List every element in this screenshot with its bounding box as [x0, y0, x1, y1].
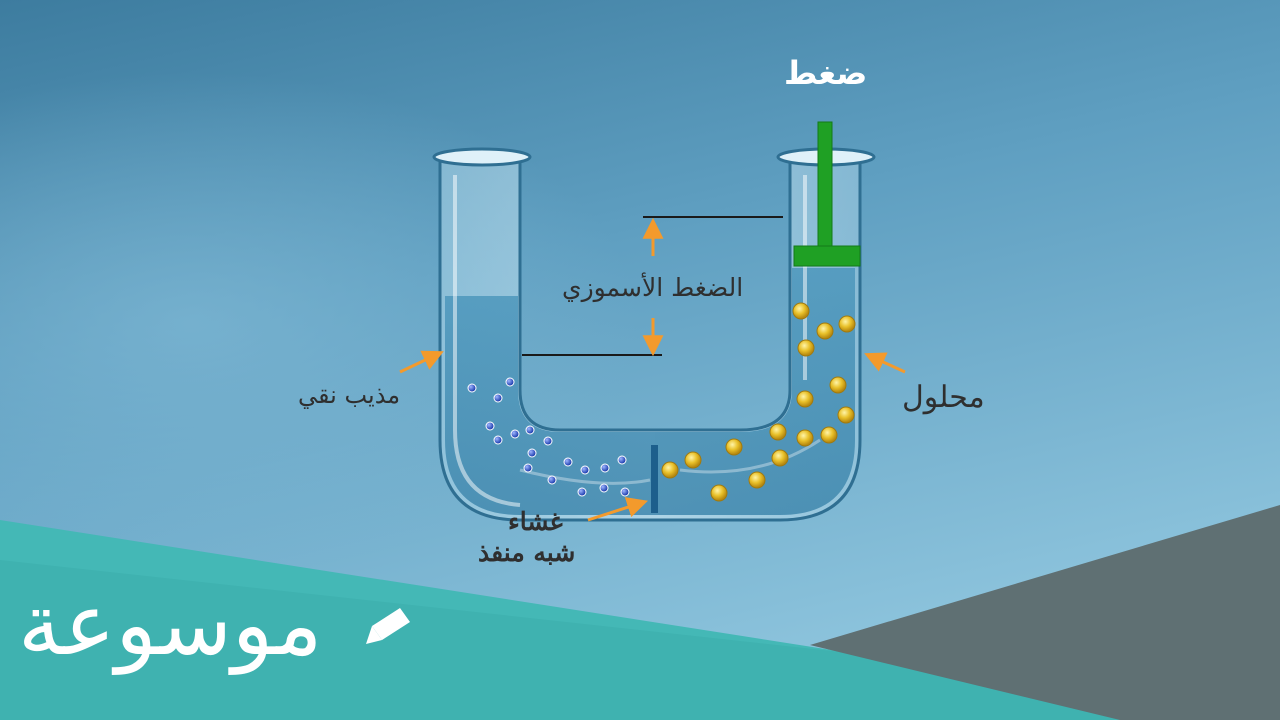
pen-icon: [366, 608, 410, 644]
membrane-label-line2: شبه منفذ: [478, 538, 576, 567]
pressure-label: ضغط: [784, 54, 868, 92]
left-tube-rim: [432, 147, 532, 167]
membrane-pointer: [587, 497, 648, 522]
piston: [793, 121, 861, 267]
membrane-label-line1: غشاء: [508, 507, 563, 536]
dark-band: [810, 505, 1280, 720]
solute-particles: [661, 302, 856, 502]
solution-label: محلول: [902, 380, 985, 415]
osmotic-pressure-label: الضغط الأسموزي: [562, 273, 744, 302]
pure-solvent-label: مذيب نقي: [298, 381, 401, 409]
site-logo[interactable]: موسوعة: [18, 575, 324, 675]
solvent-particles: [467, 377, 630, 497]
solution-pointer: [864, 352, 906, 374]
pure-solvent-pointer: [399, 350, 444, 374]
u-tube: [432, 147, 876, 522]
semipermeable-membrane: [651, 445, 658, 513]
pure-solvent-liquid: [445, 296, 655, 515]
